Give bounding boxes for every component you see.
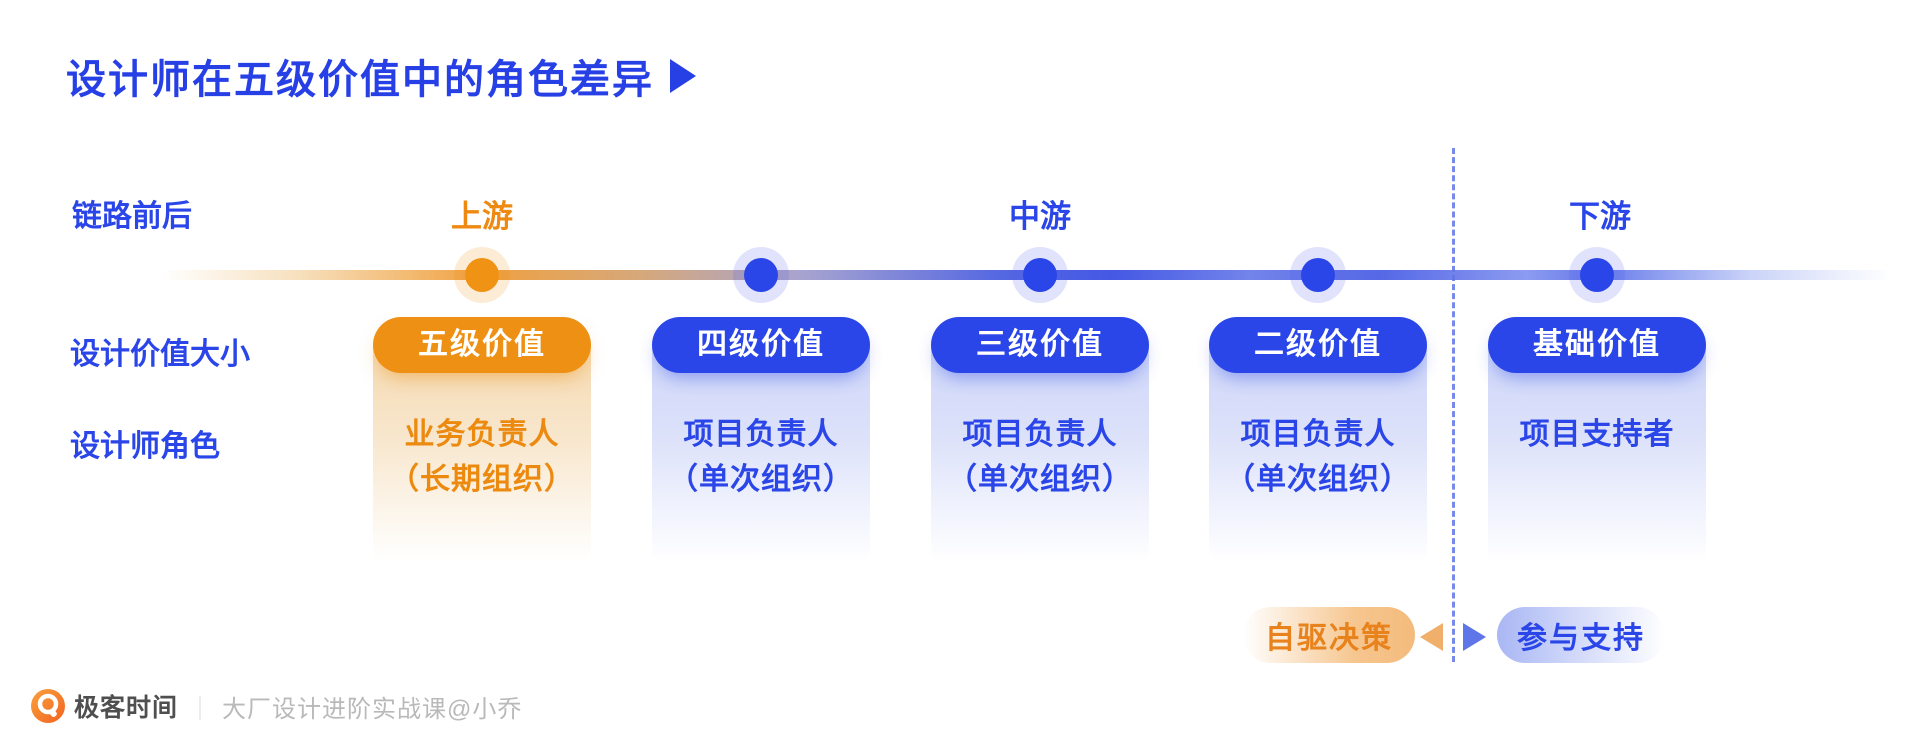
- timeline-node-3: [1012, 247, 1068, 303]
- footer: 极客时间 ｜ 大厂设计进阶实战课@小乔: [30, 688, 522, 724]
- role-line2: （长期组织）: [389, 463, 575, 496]
- stream-label-midstream: 中游: [1009, 199, 1071, 234]
- role-line2: （单次组织）: [947, 463, 1133, 496]
- row-label-chain: 链路前后: [72, 200, 192, 233]
- timeline-node-5: [1569, 247, 1625, 303]
- timeline-node-4: [1290, 247, 1346, 303]
- row-label-value-size: 设计价值大小: [70, 338, 250, 371]
- pill-level4: 四级价值: [652, 317, 870, 373]
- pill-level3: 三级价值: [931, 317, 1149, 373]
- node-dot-icon: [1023, 258, 1057, 292]
- role-line1: 业务负责人: [404, 418, 560, 451]
- stream-label-upstream: 上游: [451, 199, 513, 234]
- stream-label-downstream: 下游: [1569, 199, 1631, 234]
- value-column-basic: 项目支持者: [1488, 340, 1706, 562]
- row-label-designer-role: 设计师角色: [70, 430, 220, 463]
- node-dot-icon: [744, 258, 778, 292]
- self-driven-pill: 自驱决策: [1243, 607, 1415, 663]
- value-column-level3: 项目负责人 （单次组织）: [931, 340, 1149, 562]
- node-dot-icon: [1301, 258, 1335, 292]
- page-title-group: 设计师在五级价值中的角色差异: [66, 47, 696, 105]
- role-text: 业务负责人 （长期组织）: [373, 340, 591, 502]
- timeline-node-1: [454, 247, 510, 303]
- role-text: 项目负责人 （单次组织）: [652, 340, 870, 502]
- page-title: 设计师在五级价值中的角色差异: [66, 58, 654, 102]
- role-line1: 项目支持者: [1519, 418, 1675, 451]
- arrow-right-icon: [1463, 623, 1486, 651]
- role-line2: （单次组织）: [1225, 463, 1411, 496]
- value-column-level2: 项目负责人 （单次组织）: [1209, 340, 1427, 562]
- role-line1: 项目负责人: [962, 418, 1118, 451]
- footer-course: 大厂设计进阶实战课@小乔: [222, 695, 523, 723]
- role-text: 项目负责人 （单次组织）: [931, 340, 1149, 502]
- pill-level5: 五级价值: [373, 317, 591, 373]
- timeline-node-2: [733, 247, 789, 303]
- value-column-level5: 业务负责人 （长期组织）: [373, 340, 591, 562]
- value-column-level4: 项目负责人 （单次组织）: [652, 340, 870, 562]
- dashed-divider-line: [1452, 148, 1455, 662]
- role-line2: （单次组织）: [668, 463, 854, 496]
- title-play-arrow-icon: [670, 59, 696, 93]
- pill-basic: 基础价值: [1488, 317, 1706, 373]
- footer-brand: 极客时间: [74, 694, 179, 722]
- node-dot-icon: [465, 258, 499, 292]
- arrow-left-icon: [1420, 623, 1443, 651]
- geektime-logo-icon: [31, 689, 65, 723]
- participate-support-pill: 参与支持: [1497, 607, 1665, 663]
- role-line1: 项目负责人: [683, 418, 839, 451]
- pill-level2: 二级价值: [1209, 317, 1427, 373]
- role-text: 项目负责人 （单次组织）: [1209, 340, 1427, 502]
- node-dot-icon: [1580, 258, 1614, 292]
- role-text: 项目支持者: [1488, 340, 1706, 457]
- footer-divider: ｜: [188, 695, 213, 723]
- role-line1: 项目负责人: [1240, 418, 1396, 451]
